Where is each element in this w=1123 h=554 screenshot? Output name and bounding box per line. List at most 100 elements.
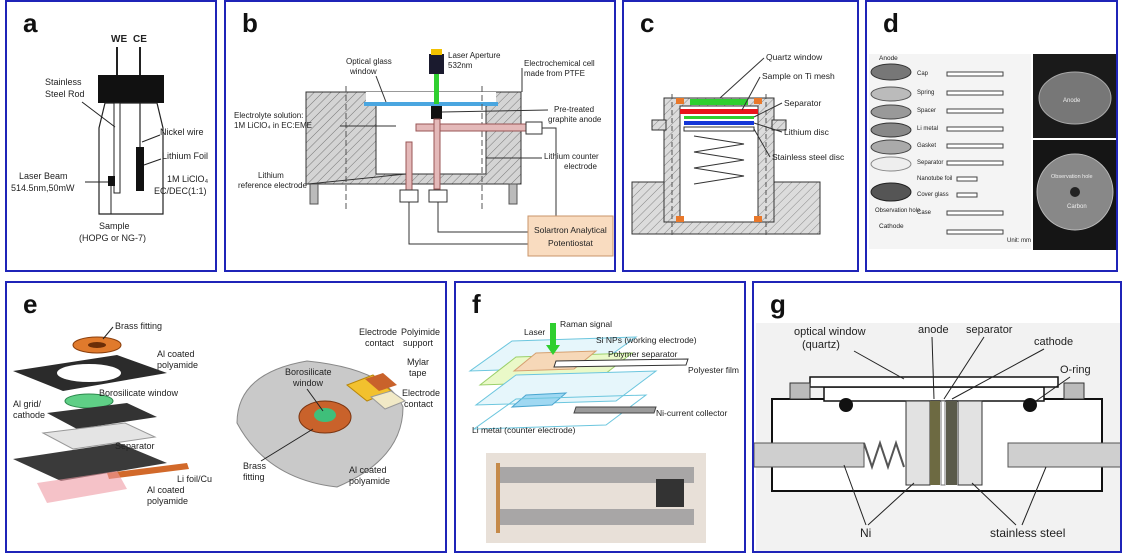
flange-right — [771, 119, 787, 131]
aperture-label-1: Laser Aperture — [448, 51, 501, 60]
part-label: Gasket — [917, 143, 936, 149]
mylar-label-1: Mylar — [407, 357, 429, 367]
glass-label-2: window — [349, 67, 377, 76]
part-label: Li metal — [917, 126, 938, 132]
si-tab — [553, 358, 689, 368]
nickel-pointer — [141, 134, 161, 143]
aperture-label-2: 532nm — [448, 61, 473, 70]
cell-label-2: made from PTFE — [524, 69, 585, 78]
lifoil-label: Li foil/Cu — [177, 474, 212, 484]
oring-pointer — [1035, 376, 1071, 402]
sample-block — [108, 176, 115, 186]
sample-label: Sample on Ti mesh — [762, 71, 835, 81]
lithium-disc-label: Lithium disc — [784, 127, 830, 137]
panel-label: e — [23, 289, 38, 319]
panel-a-diagram: WE CE Stainless Steel Rod Nickel wire Li… — [11, 34, 209, 243]
cell-cap — [98, 75, 164, 103]
anode-label: anode — [918, 324, 949, 336]
sample-label-1: Sample — [99, 221, 130, 231]
rbrass-pointer — [260, 428, 314, 462]
part-drawing — [946, 108, 1004, 114]
window-recess — [366, 92, 496, 104]
rboro-label-2: window — [292, 378, 324, 388]
ni-electrode-right — [957, 400, 983, 486]
counter-fitting — [525, 121, 543, 135]
ral-label-2: polyamide — [349, 476, 390, 486]
separator-pointer — [753, 102, 783, 118]
anode-pointer — [931, 336, 935, 400]
rod-label-2: Steel Rod — [45, 89, 85, 99]
oring-right — [1023, 398, 1037, 412]
panel-label: d — [883, 8, 899, 38]
al-label-1: Al coated — [157, 349, 195, 359]
reference-fitting — [399, 189, 419, 203]
potentiostat-label-2: Potentiostat — [548, 238, 594, 248]
ref-pointer — [307, 173, 407, 185]
panel-label: b — [242, 8, 258, 38]
rboro-label-1: Borosilicate — [285, 367, 332, 377]
laser-shaft — [550, 323, 556, 347]
anode-fitting — [428, 189, 448, 203]
separator-layer — [940, 400, 946, 486]
laser-beam — [434, 74, 439, 104]
econtact-label-2: contact — [365, 338, 395, 348]
quartz-window — [690, 99, 748, 105]
sample-label-2: (HOPG or NG-7) — [79, 233, 146, 243]
part-drawing — [956, 192, 978, 198]
li-foil-layer — [13, 443, 167, 481]
anode-label-1: Pre-treated — [554, 105, 594, 114]
bottom-film — [472, 394, 648, 430]
laser-head — [429, 54, 444, 74]
mylar-label-2: tape — [409, 368, 427, 378]
ni-electrode-left — [905, 400, 931, 486]
right-window — [314, 408, 336, 422]
optical-glass-window — [364, 102, 498, 106]
unit-label: Unit: mm — [1007, 238, 1031, 244]
separator-sheet — [41, 422, 157, 450]
photo-tab-left — [496, 463, 500, 533]
panel-a: a WE CE Stainless Steel Rod Nickel wire … — [5, 0, 217, 272]
brass-pointer — [102, 326, 114, 340]
brass-fitting-hole — [88, 342, 106, 348]
counter-electrode-rod — [415, 123, 532, 132]
ss-pointer-1 — [971, 482, 1017, 526]
panel-label: c — [640, 8, 655, 38]
part-drawing — [946, 126, 1004, 132]
oring-label: O-ring — [1060, 364, 1091, 376]
solution-label-2: 1M LiClO₄ in EC:EME — [234, 121, 312, 130]
part-drawing — [946, 160, 1004, 166]
wire-anode — [437, 202, 531, 233]
glass-pointer — [375, 75, 387, 103]
panel-c: c Quartz window Sample on Ti mesh Separa… — [622, 0, 859, 272]
bolt-right — [1063, 382, 1085, 400]
sample-pointer — [741, 76, 761, 111]
laser-arrowhead — [546, 345, 560, 355]
spring — [863, 439, 905, 471]
bolt-left — [789, 382, 811, 400]
panel-d: d Anode Observation hole Cathode Cap Spr… — [865, 0, 1118, 272]
anode-pointer — [441, 109, 549, 113]
panel-b: b Solartron Analytical Potentiostat — [224, 0, 616, 272]
part-drawing — [956, 176, 978, 182]
photo-electrode — [656, 479, 684, 507]
cell-label-1: Electrochemical cell — [524, 59, 595, 68]
part-label: Case — [917, 210, 932, 216]
gasket-top-left — [676, 98, 684, 104]
glass-label-1: Optical glass — [346, 57, 392, 66]
parts-table: Cap Spring Spacer Li metal Gasket Separa… — [917, 71, 1004, 235]
panel-label: g — [770, 289, 786, 319]
cathode-label: Cathode — [879, 223, 904, 230]
wire-ref — [408, 202, 531, 245]
cell-cavity — [679, 105, 759, 223]
cathode-layer — [946, 401, 957, 485]
gasket-part — [870, 139, 912, 155]
ss-pointer-2 — [1021, 466, 1047, 526]
separator-pointer — [943, 336, 985, 400]
anode-rod — [433, 118, 441, 190]
cap-part — [870, 63, 912, 81]
al-bottom-layer — [37, 471, 127, 503]
stainless-steel-rod — [113, 102, 121, 194]
window-label-2: (quartz) — [802, 339, 840, 351]
panel-label: f — [472, 289, 481, 319]
part-label: Cover glass — [917, 192, 949, 198]
